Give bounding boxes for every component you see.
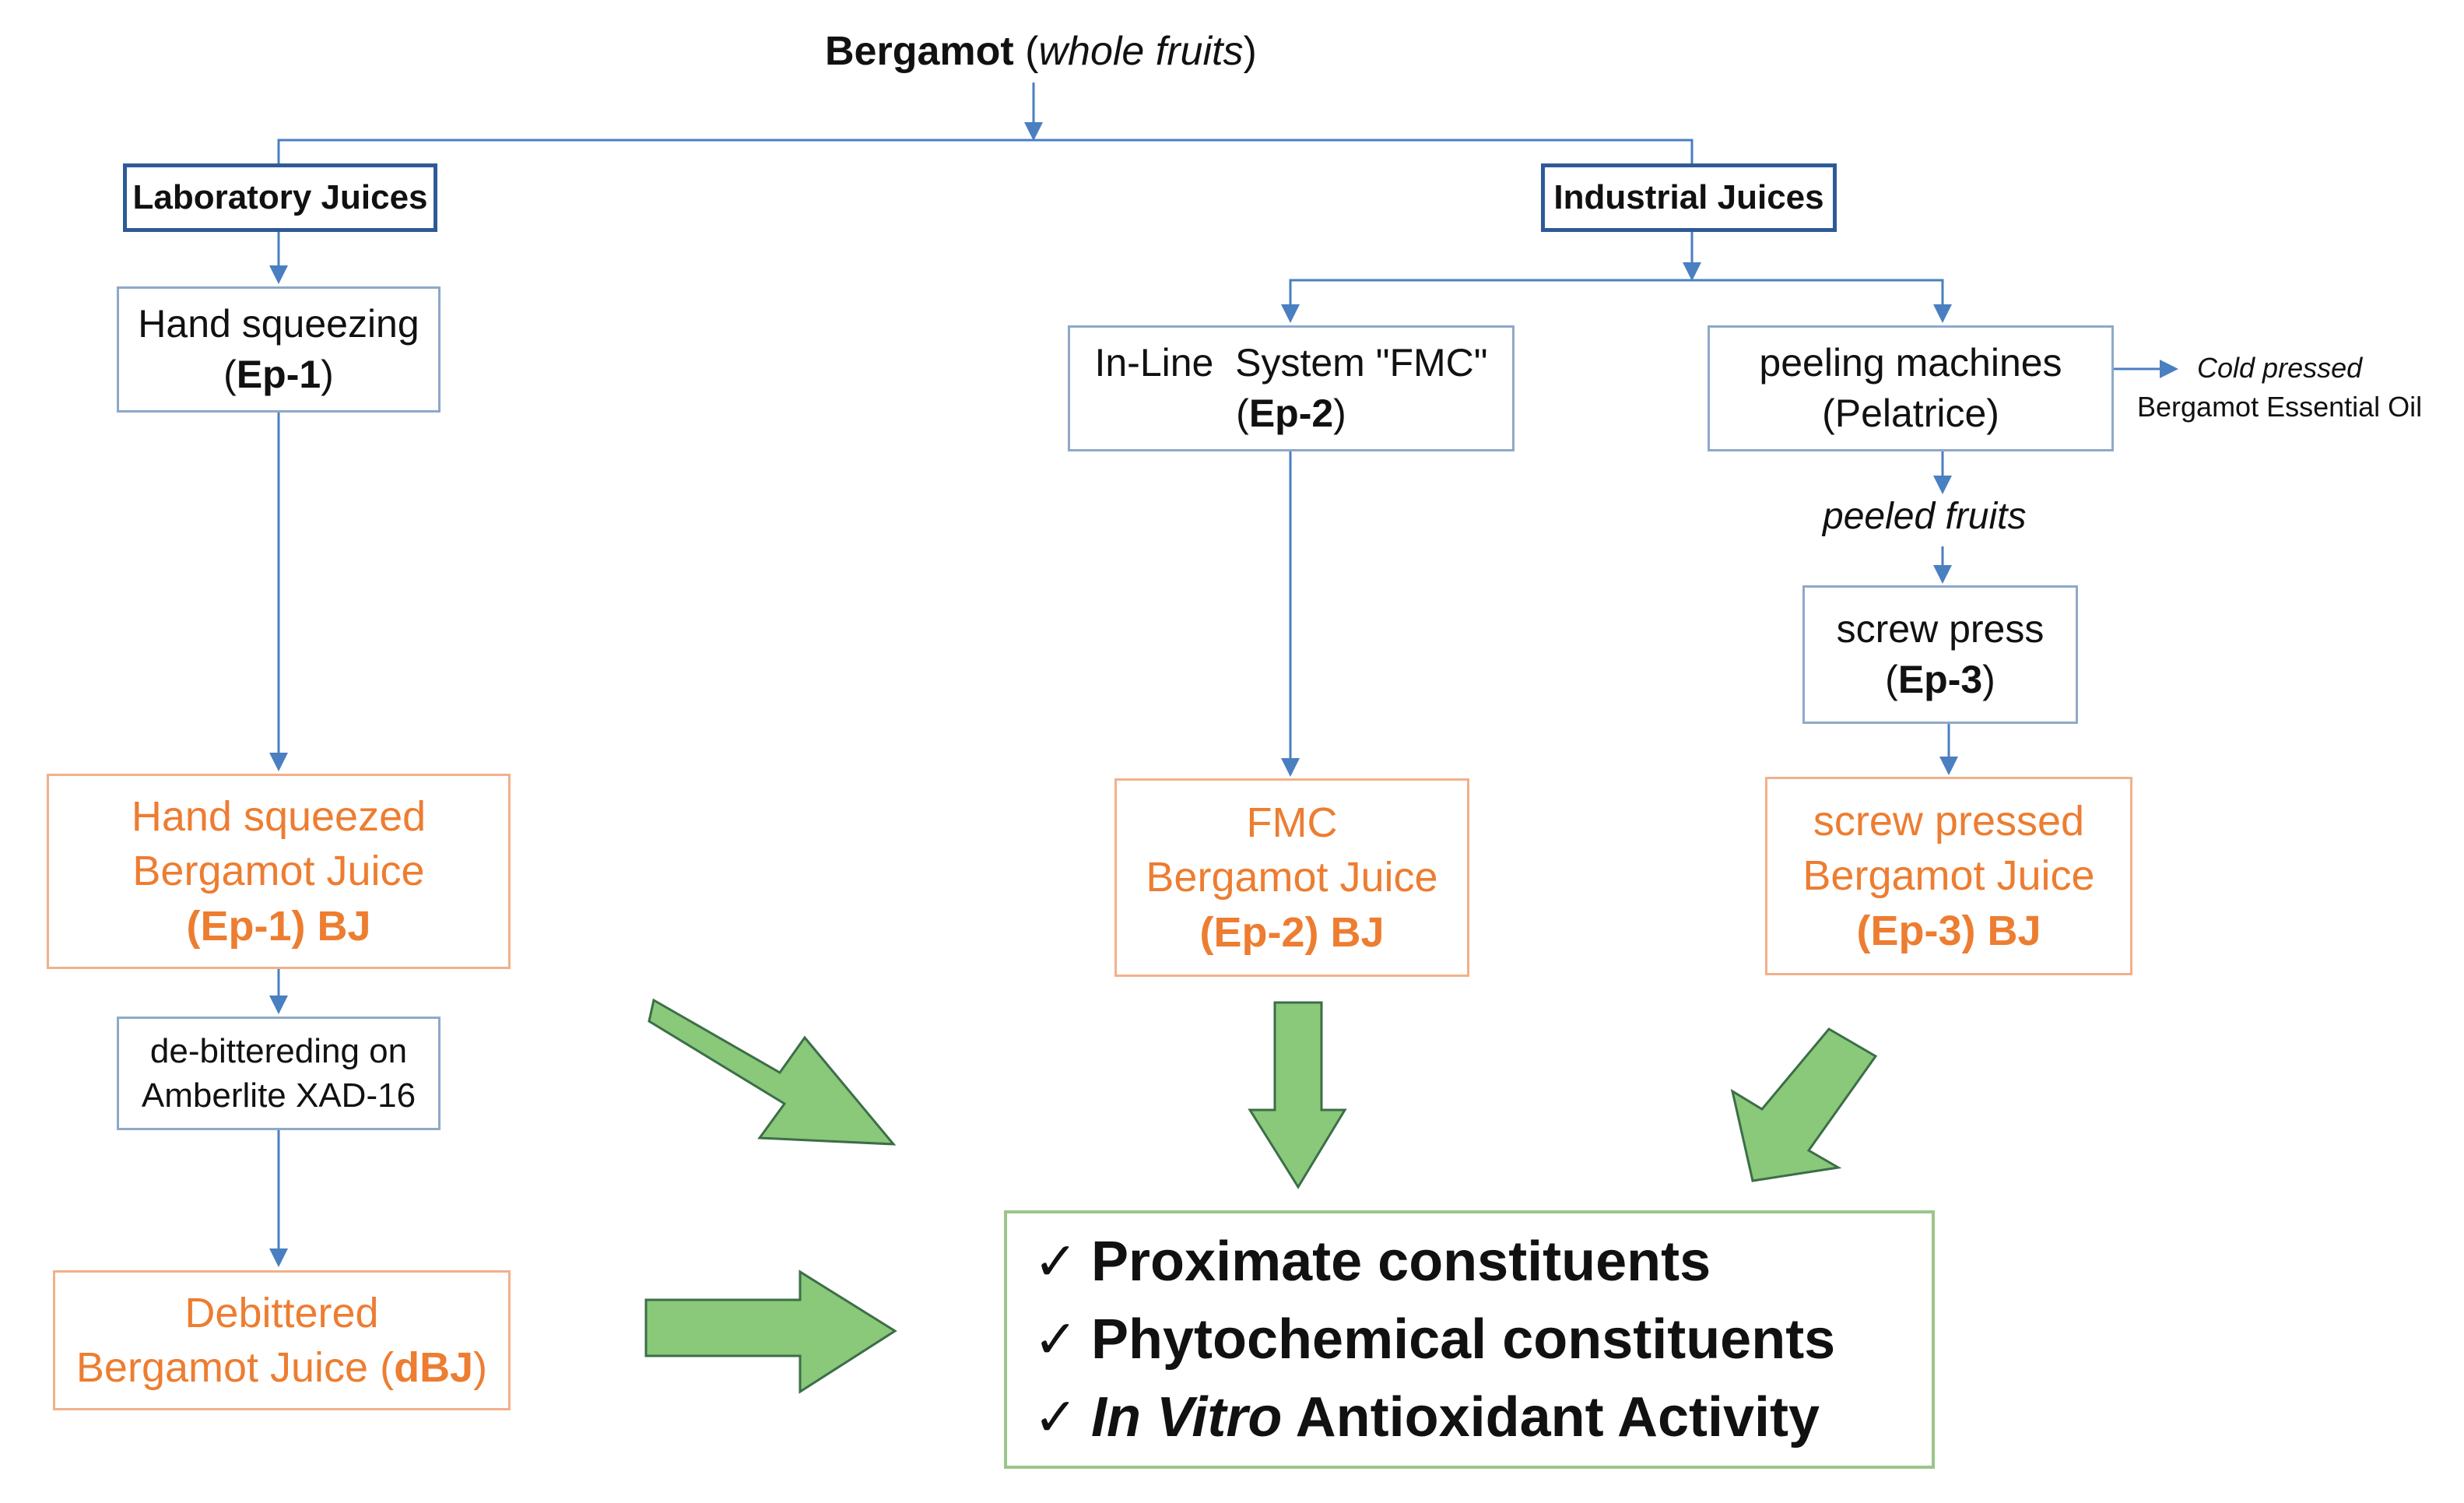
- fmc-system-code: Ep-2: [1248, 392, 1334, 435]
- result-item-antioxidant-label: In Vitro Antioxidant Activity: [1091, 1378, 1820, 1456]
- antioxidant-activity-label: Antioxidant Activity: [1282, 1386, 1820, 1449]
- connector-root-branches: [277, 139, 1694, 163]
- result-item-phytochemical-label: Phytochemical constituents: [1091, 1308, 1836, 1371]
- ep2-juice-box: FMC Bergamot Juice (Ep-2) BJ: [1114, 778, 1469, 977]
- debittering-sublabel: Amberlite XAD-16: [141, 1076, 416, 1115]
- check-icon: ✓: [1034, 1310, 1078, 1369]
- debittered-juice-line1: Debittered: [184, 1289, 379, 1336]
- connector-industrial-branches: [1289, 279, 1952, 323]
- ep3-juice-line2: Bergamot Juice: [1802, 852, 2095, 900]
- debittered-juice-suffix: ): [473, 1344, 488, 1391]
- ep2-juice-code: (Ep-2) BJ: [1199, 908, 1385, 956]
- essential-oil-name: Bergamot Essential Oil: [2137, 391, 2423, 423]
- fmc-system-code-line: (Ep-2): [1236, 392, 1346, 435]
- screw-press-box: screw press (Ep-3): [1802, 585, 2078, 724]
- big-arrow-right-bottom: [644, 1269, 897, 1394]
- check-icon: ✓: [1034, 1388, 1078, 1447]
- cold-pressed-label: Cold pressed: [2197, 352, 2363, 384]
- in-vitro-label: In Vitro: [1091, 1386, 1283, 1449]
- screw-press-label: screw press: [1836, 607, 2045, 651]
- root-title: Bergamot (whole fruits): [825, 28, 1257, 75]
- analysis-results-box: ✓ Proximate constituents ✓ Phytochemical…: [1004, 1210, 1935, 1469]
- peeling-machines-box: peeling machines (Pelatrice): [1708, 325, 2114, 451]
- debittered-juice-code: dBJ: [394, 1344, 474, 1391]
- check-icon: ✓: [1034, 1232, 1078, 1291]
- fmc-system-box: In-Line System "FMC" (Ep-2): [1068, 325, 1515, 451]
- result-item-antioxidant: ✓ In Vitro Antioxidant Activity: [1034, 1378, 1932, 1456]
- laboratory-juices-box: Laboratory Juices: [123, 163, 437, 232]
- fmc-system-label: In-Line System "FMC": [1094, 341, 1488, 385]
- hand-squeezing-code-line: (Ep-1): [223, 353, 334, 396]
- peeled-fruits-label: peeled fruits: [1823, 496, 2027, 537]
- root-paren-open: (: [1013, 29, 1039, 74]
- result-item-proximate: ✓ Proximate constituents: [1034, 1223, 1932, 1301]
- ep3-juice-line1: screw pressed: [1813, 798, 2085, 845]
- debittering-box: de-bittereding on Amberlite XAD-16: [117, 1017, 441, 1130]
- root-paren-close: ): [1243, 29, 1257, 74]
- result-item-phytochemical: ✓ Phytochemical constituents: [1034, 1301, 1932, 1378]
- debittering-label: de-bittereding on: [149, 1031, 408, 1070]
- debittered-juice-box: Debittered Bergamot Juice (dBJ): [53, 1270, 511, 1410]
- ep1-juice-code: (Ep-1) BJ: [186, 902, 371, 950]
- big-arrow-down-center: [1248, 1001, 1347, 1189]
- hand-squeezing-box: Hand squeezing (Ep-1): [117, 286, 441, 413]
- ep3-juice-box: screw pressed Bergamot Juice (Ep-3) BJ: [1765, 777, 2132, 975]
- hand-squeezing-code: Ep-1: [236, 353, 321, 396]
- peeling-machines-sublabel: (Pelatrice): [1822, 392, 1999, 435]
- industrial-juices-box: Industrial Juices: [1541, 163, 1837, 232]
- screw-press-code: Ep-3: [1897, 658, 1983, 701]
- ep2-juice-line2: Bergamot Juice: [1146, 854, 1438, 901]
- ep3-juice-code: (Ep-3) BJ: [1856, 907, 2041, 954]
- ep1-juice-box: Hand squeezed Bergamot Juice (Ep-1) BJ: [47, 774, 511, 969]
- debittered-juice-line2: Bergamot Juice (dBJ): [76, 1340, 487, 1395]
- ep1-juice-line2: Bergamot Juice: [132, 848, 425, 895]
- root-title-bold: Bergamot: [825, 29, 1014, 74]
- big-arrow-diagonal-left: [648, 998, 897, 1146]
- result-item-proximate-label: Proximate constituents: [1091, 1231, 1711, 1293]
- hand-squeezing-label: Hand squeezing: [138, 302, 419, 346]
- debittered-juice-prefix: Bergamot Juice (: [75, 1344, 395, 1391]
- industrial-juices-label: Industrial Juices: [1553, 178, 1824, 217]
- essential-oil-label: Cold pressed Bergamot Essential Oil: [2137, 349, 2422, 427]
- screw-press-code-line: (Ep-3): [1885, 658, 1995, 701]
- peeling-machines-label: peeling machines: [1759, 341, 2062, 385]
- root-subtitle: whole fruits: [1038, 29, 1244, 74]
- big-arrow-diagonal-right: [1730, 1027, 1878, 1182]
- ep1-juice-line1: Hand squeezed: [131, 793, 426, 841]
- laboratory-juices-label: Laboratory Juices: [132, 178, 428, 217]
- ep2-juice-line1: FMC: [1246, 799, 1338, 847]
